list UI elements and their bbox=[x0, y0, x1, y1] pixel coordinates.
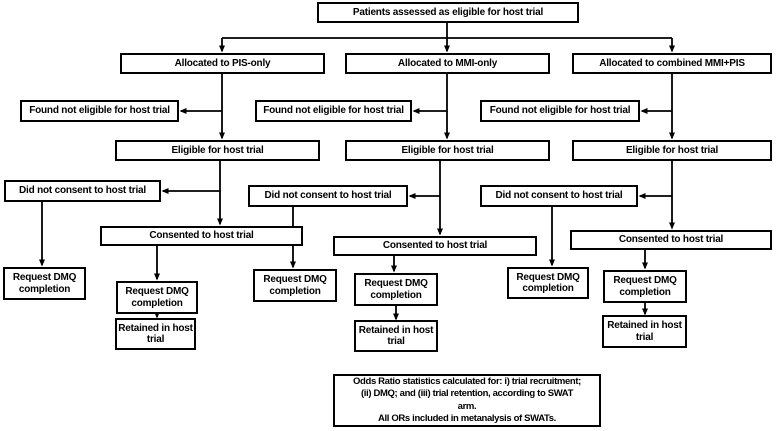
flow-node-dmq-combined-consent: Request DMQ completion bbox=[603, 270, 687, 303]
flow-node-consented-pis: Consented to host trial bbox=[100, 226, 303, 246]
flow-node-allocated-combined: Allocated to combined MMI+PIS bbox=[572, 53, 772, 74]
flow-node-label: Patients assessed as eligible for host t… bbox=[352, 6, 544, 18]
flow-node-label: Request DMQ completion bbox=[364, 278, 428, 301]
flow-node-not-eligible-pis: Found not eligible for host trial bbox=[20, 100, 179, 122]
flow-node-label: Allocated to PIS-only bbox=[174, 57, 271, 69]
flow-node-retained-pis: Retained in host trial bbox=[115, 318, 196, 350]
flow-node-label: Consented to host trial bbox=[382, 240, 488, 252]
flow-node-label: Did not consent to host trial bbox=[264, 190, 392, 202]
flow-node-label: Eligible for host trial bbox=[171, 144, 264, 156]
flow-node-retained-combined: Retained in host trial bbox=[602, 315, 687, 348]
flow-node-no-consent-mmi: Did not consent to host trial bbox=[248, 185, 408, 207]
flow-node-label: Did not consent to host trial bbox=[495, 190, 623, 202]
note-line: (ii) DMQ; and (iii) trial retention, acc… bbox=[360, 388, 574, 400]
flow-node-label: Eligible for host trial bbox=[401, 144, 494, 156]
flow-node-label: Request DMQ completion bbox=[516, 271, 580, 295]
flow-node-eligible-mmi: Eligible for host trial bbox=[345, 140, 550, 161]
flow-node-eligible-combined: Eligible for host trial bbox=[572, 140, 772, 161]
flow-node-eligible-pis: Eligible for host trial bbox=[115, 140, 320, 161]
flow-node-patients-assessed: Patients assessed as eligible for host t… bbox=[317, 2, 579, 23]
flow-node-label: Allocated to MMI-only bbox=[397, 57, 498, 69]
flow-node-not-eligible-combined: Found not eligible for host trial bbox=[480, 100, 640, 122]
note-line: arm. bbox=[457, 400, 477, 412]
flow-node-label: Eligible for host trial bbox=[625, 144, 719, 156]
flow-node-no-consent-pis: Did not consent to host trial bbox=[4, 180, 161, 202]
flow-node-label: Request DMQ completion bbox=[613, 275, 677, 298]
flow-node-label: Found not eligible for host trial bbox=[489, 105, 631, 117]
flow-node-no-consent-combined: Did not consent to host trial bbox=[480, 185, 638, 207]
flow-node-label: Request DMQ completion bbox=[125, 286, 189, 309]
flow-node-label: Retained in host trial bbox=[118, 322, 193, 346]
flow-node-label: Did not consent to host trial bbox=[19, 185, 146, 197]
flow-node-label: Request DMQ completion bbox=[12, 272, 77, 295]
flow-node-label: Request DMQ completion bbox=[263, 274, 327, 297]
flow-node-label: Found not eligible for host trial bbox=[29, 105, 170, 117]
flow-node-dmq-combined-noconsent: Request DMQ completion bbox=[507, 267, 589, 299]
flow-node-consented-mmi: Consented to host trial bbox=[333, 236, 537, 256]
flow-node-dmq-pis-noconsent: Request DMQ completion bbox=[3, 267, 86, 300]
flow-node-label: Consented to host trial bbox=[618, 234, 724, 246]
flow-node-label: Retained in host trial bbox=[358, 324, 434, 348]
flow-node-label: Retained in host trial bbox=[607, 320, 682, 343]
flow-node-label: Allocated to combined MMI+PIS bbox=[599, 57, 745, 69]
flow-node-label: Found not eligible for host trial bbox=[263, 105, 404, 117]
flow-node-allocated-mmi-only: Allocated to MMI-only bbox=[345, 53, 550, 74]
flow-node-allocated-pis-only: Allocated to PIS-only bbox=[120, 53, 325, 74]
flow-node-dmq-mmi-noconsent: Request DMQ completion bbox=[253, 269, 337, 302]
flow-node-label: Consented to host trial bbox=[149, 230, 254, 242]
note-line: Odds Ratio statistics calculated for: i)… bbox=[353, 375, 581, 387]
note-line: All ORs included in metanalysis of SWATs… bbox=[378, 412, 556, 424]
flow-node-not-eligible-mmi: Found not eligible for host trial bbox=[255, 100, 412, 122]
flow-node-consented-combined: Consented to host trial bbox=[570, 230, 772, 250]
flow-node-dmq-pis-consent: Request DMQ completion bbox=[116, 281, 198, 314]
odds-ratio-note: Odds Ratio statistics calculated for: i)… bbox=[333, 374, 601, 427]
flow-node-retained-mmi: Retained in host trial bbox=[354, 320, 438, 352]
flow-node-dmq-mmi-consent: Request DMQ completion bbox=[354, 273, 438, 306]
